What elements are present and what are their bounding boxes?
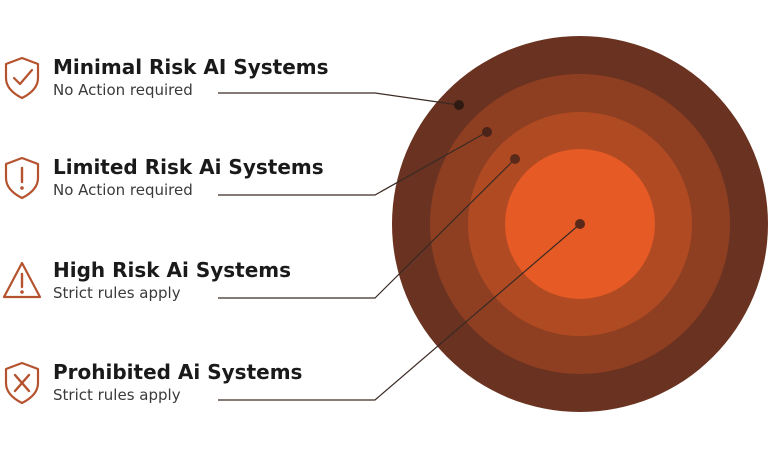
- shield-exclamation-icon: [4, 156, 40, 200]
- marker-dot-prohibited: [575, 219, 585, 229]
- connector-high: [218, 158, 516, 299]
- marker-dot-limited: [482, 127, 492, 137]
- tier-high-risk: High Risk Ai Systems Strict rules apply: [0, 257, 380, 317]
- tier-title: Minimal Risk AI Systems: [53, 55, 329, 79]
- tier-minimal-risk: Minimal Risk AI Systems No Action requir…: [0, 54, 380, 114]
- tier-limited-risk: Limited Risk Ai Systems No Action requir…: [0, 154, 380, 214]
- tier-description: Strict rules apply: [53, 386, 181, 404]
- warning-triangle-icon: [2, 261, 42, 299]
- shield-check-icon: [4, 56, 40, 100]
- tier-title: Prohibited Ai Systems: [53, 360, 303, 384]
- marker-dot-minimal: [454, 100, 464, 110]
- shield-x-icon: [4, 361, 40, 405]
- tier-description: No Action required: [53, 81, 193, 99]
- connector-prohibited: [218, 223, 581, 401]
- marker-dot-high: [510, 154, 520, 164]
- tier-description: No Action required: [53, 181, 193, 199]
- tier-title: High Risk Ai Systems: [53, 258, 292, 282]
- connector-limited: [218, 131, 488, 196]
- tier-prohibited: Prohibited Ai Systems Strict rules apply: [0, 359, 380, 419]
- tier-title: Limited Risk Ai Systems: [53, 155, 324, 179]
- tier-description: Strict rules apply: [53, 284, 181, 302]
- connector-minimal: [218, 92, 460, 106]
